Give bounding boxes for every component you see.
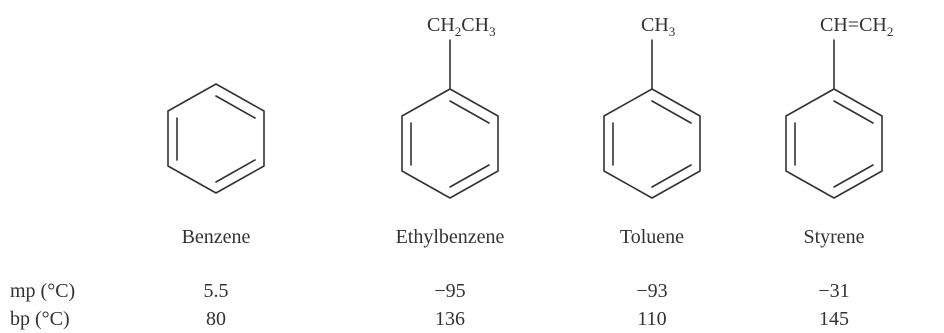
ethylbenzene-structure: CH2CH3 [401,14,499,199]
ethylbenzene-name: Ethylbenzene [396,226,505,248]
mp-row-label: mp (°C) [10,280,75,302]
ethylbenzene-sub-ch-2: CH [461,14,489,36]
styrene-inner-bond-1 [833,100,874,124]
styrene-inner-bond-2 [833,164,874,188]
benzene-bp: 80 [206,308,226,330]
benzene-structure [167,83,265,194]
toluene-name: Toluene [620,226,684,248]
styrene-sub-vinyl: =CH [848,14,887,36]
bp-row-label: bp (°C) [10,308,70,330]
styrene-ring [785,88,883,199]
ethylbenzene-mp: −95 [434,280,465,302]
styrene-substituent-formula: CH=CH2 [820,14,893,39]
toluene-inner-bond-2 [651,164,692,188]
toluene-mp: −93 [636,280,667,302]
ethylbenzene-substituent-formula: CH2CH3 [427,14,496,39]
benzene-name: Benzene [182,226,251,248]
ethylbenzene-bp: 136 [435,308,465,330]
benzene-inner-bond-2 [215,159,256,183]
benzene-mp: 5.5 [204,280,229,302]
ethylbenzene-sub-ch: CH [427,14,455,36]
styrene-name: Styrene [803,226,864,248]
toluene-substituent-formula: CH3 [641,14,675,39]
ethylbenzene-sub-subscript-1: 2 [455,24,462,39]
styrene-sub-ch: CH [820,14,848,36]
benzene-inner-bond-1 [215,95,256,119]
styrene-bp: 145 [819,308,849,330]
toluene-bp: 110 [637,308,666,330]
toluene-structure: CH3 [603,14,701,199]
toluene-sub-subscript: 3 [669,24,676,39]
toluene-sub-ch: CH [641,14,669,36]
toluene-ring [603,88,701,199]
ethylbenzene-inner-bond-1 [449,100,490,124]
ethylbenzene-sub-subscript-2: 3 [489,24,496,39]
benzene-ring [167,83,265,194]
styrene-mp: −31 [818,280,849,302]
ethylbenzene-inner-bond-2 [449,164,490,188]
ethylbenzene-ring [401,88,499,199]
styrene-structure: CH=CH2 [785,14,893,199]
toluene-inner-bond-1 [651,100,692,124]
styrene-sub-subscript: 2 [887,24,894,39]
